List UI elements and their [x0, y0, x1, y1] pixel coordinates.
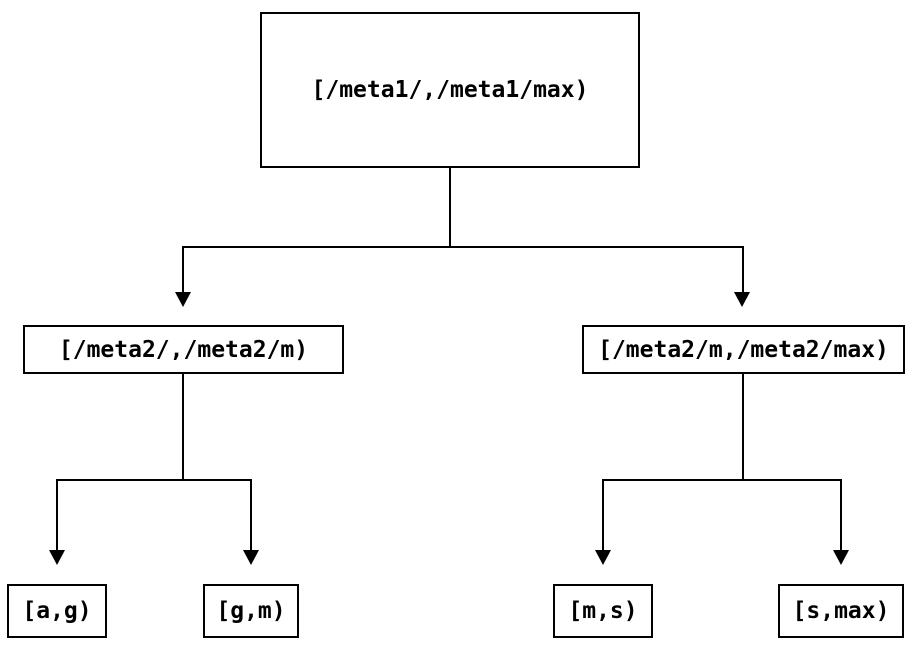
arrow-down-icon [833, 550, 849, 565]
tree-node-root: [/meta1/,/meta1/max) [260, 12, 640, 168]
connector-left-bus [56, 479, 252, 481]
connector-root-left-drop [182, 246, 184, 293]
tree-node-leaf-ag: [a,g) [7, 584, 107, 638]
connector-right-stem [742, 374, 744, 480]
connector-left-stem [182, 374, 184, 480]
arrow-down-icon [49, 550, 65, 565]
tree-node-right-branch: [/meta2/m,/meta2/max) [582, 325, 905, 374]
connector-root-stem [449, 168, 451, 247]
tree-node-leaf-smax: [s,max) [778, 584, 904, 638]
arrow-down-icon [734, 292, 750, 307]
tree-node-leaf-gm: [g,m) [203, 584, 299, 638]
connector-right-drop-a [602, 479, 604, 551]
arrow-down-icon [243, 550, 259, 565]
connector-right-bus [602, 479, 842, 481]
connector-root-right-drop [742, 246, 744, 293]
connector-left-drop-b [250, 479, 252, 551]
tree-node-left-branch: [/meta2/,/meta2/m) [23, 325, 344, 374]
arrow-down-icon [595, 550, 611, 565]
connector-left-drop-a [56, 479, 58, 551]
tree-node-leaf-ms: [m,s) [553, 584, 653, 638]
connector-right-drop-b [840, 479, 842, 551]
connector-root-bus [182, 246, 744, 248]
arrow-down-icon [175, 292, 191, 307]
